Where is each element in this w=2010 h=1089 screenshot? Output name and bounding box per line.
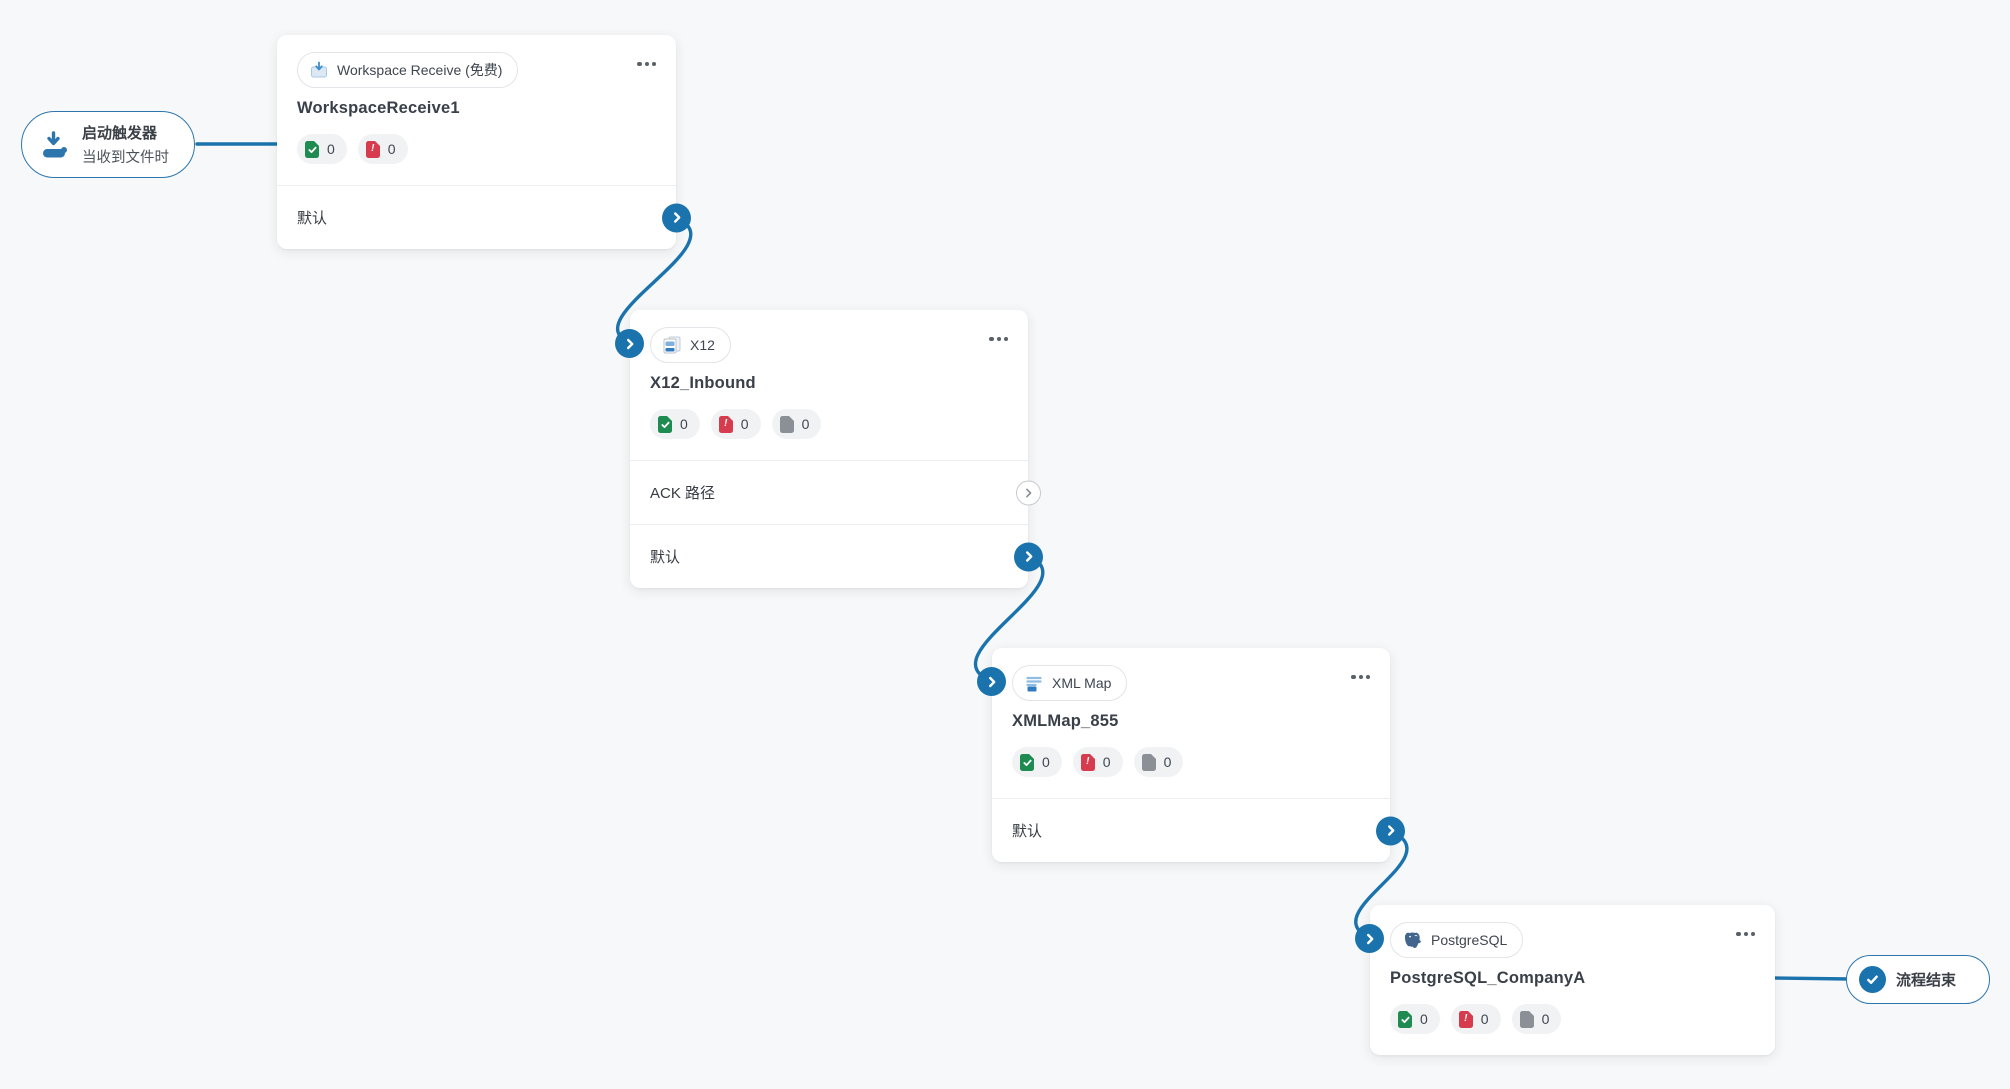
end-node-label: 流程结束 [1896,972,1957,989]
flow-node-postgresql[interactable]: PostgreSQL PostgreSQL_CompanyA 0 ! 0 0 [1355,905,1775,1055]
message-counters: 0 ! 0 0 [650,409,1008,460]
error-doc-icon: ! [1458,1010,1473,1028]
counter-value: 0 [1042,754,1050,770]
node-type-badge: X12 [650,327,731,363]
success-doc-icon [658,415,672,433]
error-counter[interactable]: ! 0 [710,409,761,439]
counter-value: 0 [1102,754,1111,770]
connection-xmlmap-to-postgresql[interactable] [1354,829,1409,940]
node-title: WorkspaceReceive1 [297,99,460,117]
error-counter[interactable]: ! 0 [1450,1004,1501,1034]
route-row-ack: ACK 路径 [630,460,1041,524]
connection-postgresql-to-end[interactable] [1770,976,1852,981]
postgresql-icon [1402,930,1423,951]
node-header: XML Map [992,648,1390,701]
trigger-subtitle: 当收到文件时 [82,150,169,166]
success-counter[interactable]: 0 [1390,1004,1440,1034]
route-label: 默认 [1012,823,1043,840]
input-port[interactable] [977,667,1006,696]
flow-node-x12[interactable]: X12 X12_Inbound 0 ! 0 0 ACK 路径 [615,310,1043,588]
error-doc-icon: ! [365,140,380,158]
flow-node-xml-map[interactable]: XML Map XMLMap_855 0 ! 0 0 默认 [977,648,1405,862]
trigger-title: 启动触发器 [82,125,158,142]
counter-value: 0 [1480,1011,1489,1027]
connection-workspace-to-x12[interactable] [616,216,693,345]
node-menu-button[interactable] [1734,922,1757,946]
node-title: XMLMap_855 [1012,712,1119,730]
node-type-badge: Workspace Receive (免费) [297,52,519,88]
route-label: ACK 路径 [650,485,716,502]
message-counters: 0 ! 0 [297,134,656,185]
error-counter[interactable]: ! 0 [357,134,408,164]
node-title: PostgreSQL_CompanyA [1390,969,1586,987]
node-header: X12 [630,310,1028,363]
node-type-badge: XML Map [1012,665,1128,701]
node-type-badge: PostgreSQL [1390,922,1524,958]
neutral-doc-icon [1519,1010,1534,1028]
route-label: 默认 [650,549,681,566]
counter-value: 0 [1420,1011,1428,1027]
output-port[interactable] [1376,816,1405,845]
node-type-label: X12 [690,337,715,353]
trigger-text: 启动触发器 当收到文件时 [82,122,169,167]
error-doc-icon: ! [718,415,733,433]
node-menu-button[interactable] [1349,665,1372,689]
success-doc-icon [1398,1010,1412,1028]
counter-value: 0 [740,416,749,432]
success-doc-icon [1020,753,1034,771]
flow-node-workspace-receive[interactable]: Workspace Receive (免费) WorkspaceReceive1… [277,35,691,249]
pending-counter[interactable]: 0 [771,409,822,439]
counter-value: 0 [801,416,810,432]
success-counter[interactable]: 0 [1012,747,1062,777]
pending-counter[interactable]: 0 [1133,747,1184,777]
node-type-label: Workspace Receive (免费) [337,62,503,78]
success-counter[interactable]: 0 [297,134,347,164]
input-port[interactable] [615,329,644,358]
route-row-default: 默认 [992,798,1405,862]
counter-value: 0 [1163,754,1172,770]
route-row-default: 默认 [630,524,1043,588]
counter-value: 0 [680,416,688,432]
flow-end-node[interactable]: 流程结束 [1846,955,1990,1004]
xml-map-icon [1024,673,1044,693]
success-doc-icon [305,140,319,158]
download-tray-icon [39,130,71,160]
unconnected-output-port[interactable] [1016,480,1041,505]
node-type-label: PostgreSQL [1431,932,1508,948]
start-trigger-node[interactable]: 启动触发器 当收到文件时 [21,111,195,178]
node-title: X12_Inbound [650,374,756,392]
input-port[interactable] [1355,924,1384,953]
neutral-doc-icon [1141,753,1156,771]
message-counters: 0 ! 0 0 [1390,1004,1755,1055]
error-doc-icon: ! [1080,753,1095,771]
connection-x12-to-xmlmap[interactable] [973,554,1045,683]
route-label: 默认 [297,210,328,227]
success-counter[interactable]: 0 [650,409,700,439]
error-counter[interactable]: ! 0 [1072,747,1123,777]
neutral-doc-icon [779,415,794,433]
workspace-receive-icon [309,60,329,80]
node-menu-button[interactable] [635,52,658,76]
message-counters: 0 ! 0 0 [1012,747,1370,798]
output-port[interactable] [662,203,691,232]
node-type-label: XML Map [1052,675,1112,691]
counter-value: 0 [327,141,335,157]
x12-document-icon [662,335,682,355]
node-header: Workspace Receive (免费) [277,35,676,88]
pending-counter[interactable]: 0 [1511,1004,1562,1034]
node-menu-button[interactable] [987,327,1010,351]
node-header: PostgreSQL [1370,905,1775,958]
counter-value: 0 [387,141,396,157]
output-port[interactable] [1014,542,1043,571]
counter-value: 0 [1541,1011,1550,1027]
check-circle-icon [1859,966,1886,993]
route-row-default: 默认 [277,185,691,249]
